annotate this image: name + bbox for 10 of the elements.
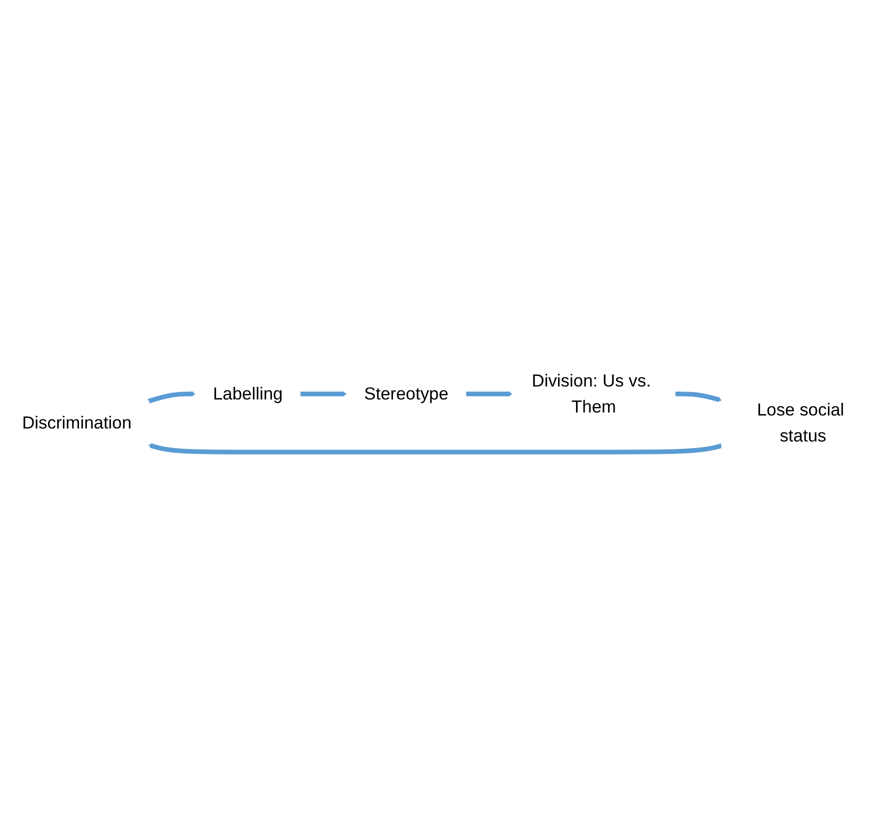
arrow: [148, 391, 196, 404]
node-text: Division: Us vs. Them: [532, 371, 651, 417]
node-text: Lose social status: [756, 400, 844, 446]
node-text: Stereotype: [364, 384, 448, 404]
arrow: [148, 443, 722, 454]
arrow: [300, 391, 347, 397]
arrow: [466, 391, 513, 397]
arrow: [675, 392, 722, 402]
node-text: Discrimination: [22, 413, 132, 433]
node-text: Labelling: [212, 384, 283, 404]
